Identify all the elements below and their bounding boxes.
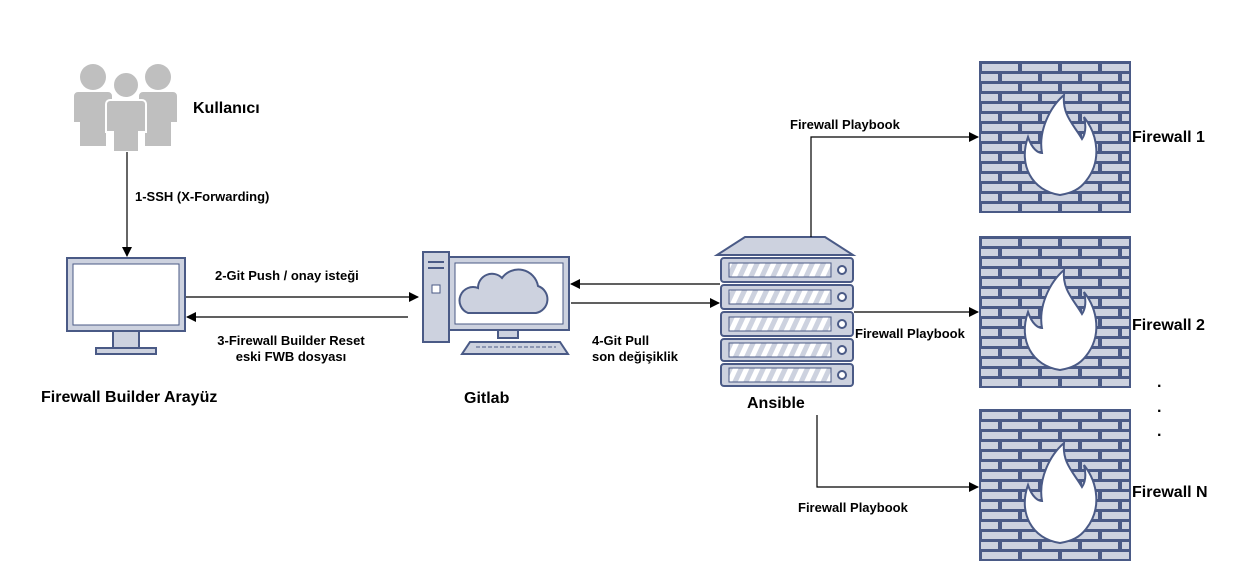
edge-playbook-1 xyxy=(810,132,979,237)
playbook-2-label: Firewall Playbook xyxy=(855,326,965,341)
firewall-n-label: Firewall N xyxy=(1132,484,1208,501)
edge-playbook-n xyxy=(816,415,979,492)
firewall-2-icon xyxy=(979,236,1131,388)
edge-reset-line1: 3-Firewall Builder Reset xyxy=(217,333,365,348)
edge-push-label: 2-Git Push / onay isteği xyxy=(215,268,359,283)
users-label: Kullanıcı xyxy=(193,100,260,117)
firewall-n-icon xyxy=(979,409,1131,561)
edge-reset-label: 3-Firewall Builder Reset eski FWB dosyas… xyxy=(201,333,381,366)
gitlab-computer-icon xyxy=(422,251,570,355)
edge-ssh-label: 1-SSH (X-Forwarding) xyxy=(135,189,270,204)
ellipsis-dot: · xyxy=(1157,427,1163,444)
playbook-1-label: Firewall Playbook xyxy=(790,117,900,132)
edge-pull-line2: son değişiklik xyxy=(592,349,678,365)
fwbuilder-label: Firewall Builder Arayüz xyxy=(41,389,218,406)
ellipsis-dot: · xyxy=(1157,378,1163,395)
firewall-1-label: Firewall 1 xyxy=(1132,129,1205,146)
ansible-server-icon xyxy=(713,236,857,387)
monitor-icon xyxy=(66,257,186,355)
firewall-1-icon xyxy=(979,61,1131,213)
playbook-n-label: Firewall Playbook xyxy=(798,500,908,515)
firewall-2-label: Firewall 2 xyxy=(1132,317,1205,334)
users-icon xyxy=(74,64,177,153)
gitlab-label: Gitlab xyxy=(464,390,510,407)
ellipsis-dot: · xyxy=(1157,403,1163,420)
ansible-label: Ansible xyxy=(747,395,805,412)
edge-pull-label: 4-Git Pull son değişiklik xyxy=(592,333,678,366)
edge-pull-line1: 4-Git Pull xyxy=(592,333,650,348)
edge-reset-line2: eski FWB dosyası xyxy=(235,349,347,365)
